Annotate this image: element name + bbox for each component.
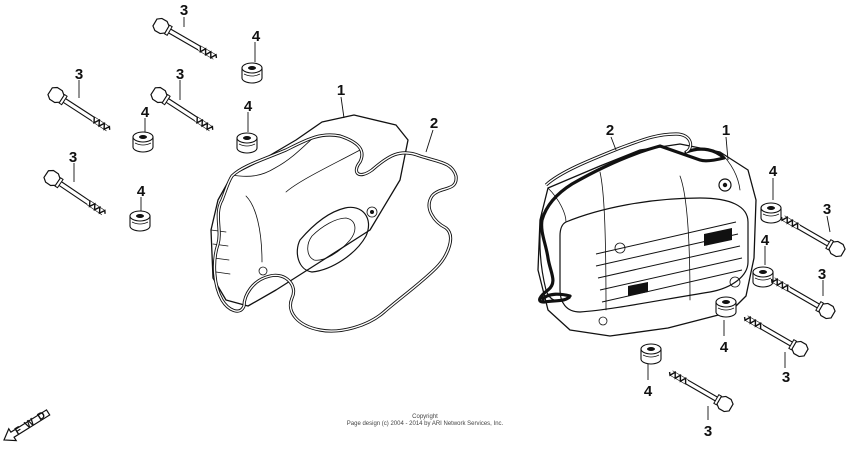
- callout-grommet-right-1: 4: [769, 163, 778, 180]
- callout-bolt-right-2: 3: [818, 266, 826, 283]
- grommet-right-1: [760, 202, 782, 224]
- callout-gasket-left: 2: [430, 115, 438, 132]
- callout-grommet-left-3: 4: [141, 104, 150, 121]
- callout-grommet-left-1: 4: [252, 28, 261, 45]
- bolt-left-4: [41, 167, 110, 221]
- callout-bolt-right-3: 3: [782, 369, 790, 386]
- callout-bolt-left-1: 3: [180, 2, 188, 19]
- callout-bolt-left-3: 3: [176, 66, 184, 83]
- callout-cover-left: 1: [337, 82, 345, 99]
- bolt-left-2: [45, 84, 115, 137]
- copyright-line-2: Page design (c) 2004 - 2014 by ARI Netwo…: [347, 421, 504, 427]
- callout-grommet-right-3: 4: [720, 339, 729, 356]
- callout-grommet-left-4: 4: [137, 183, 146, 200]
- cylinder-head-cover-gasket-right: [538, 132, 726, 304]
- grommet-left-4: [129, 210, 151, 232]
- bolt-right-1: [777, 210, 848, 260]
- fwd-direction-arrow: FWD: [3, 409, 51, 442]
- bolt-left-3: [148, 84, 218, 137]
- grommet-right-3: [715, 296, 737, 318]
- callout-bolt-right-1: 3: [823, 201, 831, 218]
- callout-grommet-right-2: 4: [761, 232, 770, 249]
- bolt-left-1: [150, 15, 221, 65]
- grommet-right-2: [752, 266, 774, 288]
- bolt-right-4: [665, 365, 736, 415]
- callout-bolt-left-4: 3: [69, 149, 77, 166]
- bolt-right-3: [740, 310, 811, 360]
- fwd-label: FWD: [13, 410, 48, 437]
- grommet-left-1: [241, 62, 263, 84]
- callout-grommet-left-2: 4: [244, 98, 253, 115]
- callout-bolt-left-2: 3: [75, 66, 83, 83]
- bolt-right-2: [767, 272, 838, 322]
- grommet-left-3: [236, 132, 258, 154]
- callout-gasket-right: 2: [606, 122, 614, 139]
- leader-lines: [73, 17, 831, 420]
- grommet-left-2: [132, 131, 154, 153]
- callout-cover-right: 1: [722, 122, 730, 139]
- callout-bolt-right-4: 3: [704, 423, 712, 440]
- grommet-right-4: [640, 343, 662, 365]
- callout-grommet-right-4: 4: [644, 383, 653, 400]
- cylinder-head-cover-gasket-left: [212, 133, 458, 333]
- copyright-line-1: Copyright: [412, 414, 438, 420]
